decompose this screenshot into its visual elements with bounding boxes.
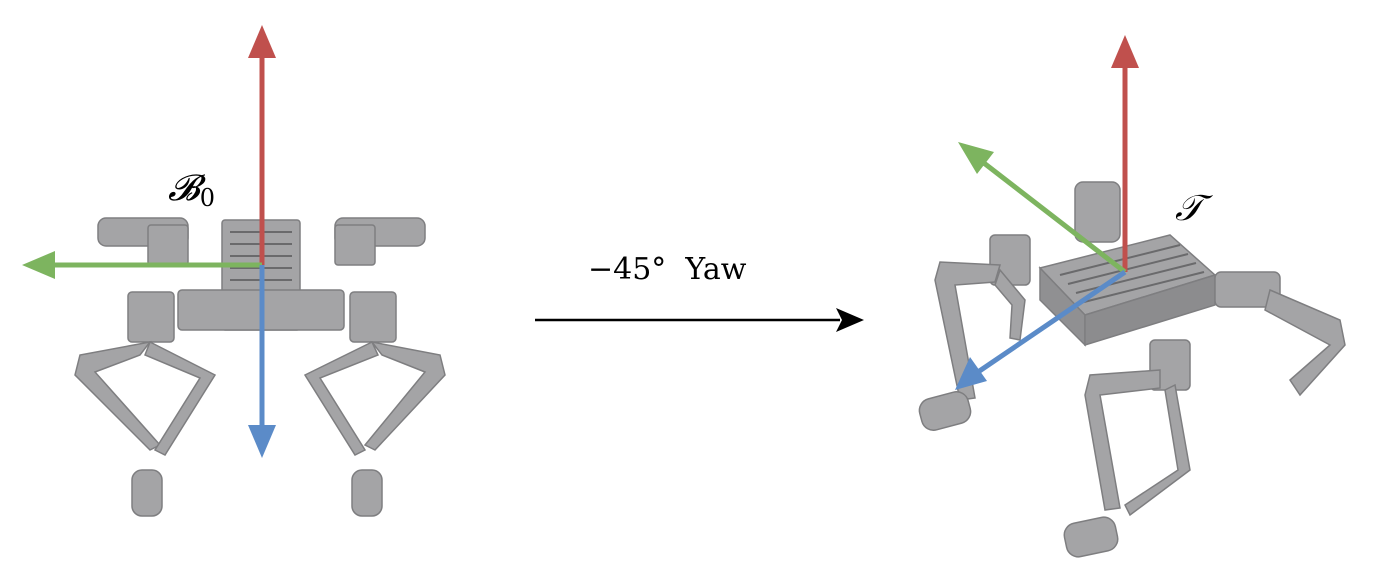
base-frame-subscript: 0: [199, 184, 216, 212]
transform-arrow: [535, 308, 864, 332]
axes-base-frame: [22, 25, 276, 458]
base-frame-label: 𝓑0: [168, 168, 215, 212]
axes-target-frame: [955, 35, 1139, 390]
target-frame-label: 𝒯: [1175, 188, 1203, 229]
y-axis-arrowhead: [958, 142, 994, 174]
x-axis-arrowhead: [955, 357, 987, 390]
x-axis: [976, 269, 1127, 375]
transform-label: −45° Yaw: [588, 252, 747, 287]
x-axis-arrowhead: [248, 425, 276, 458]
y-axis: [978, 158, 1127, 274]
base-frame-symbol: 𝓑: [168, 168, 200, 209]
z-axis-arrowhead: [1111, 35, 1139, 68]
robot-rotated: [918, 181, 1346, 558]
y-axis-arrowhead: [22, 251, 55, 279]
z-axis-arrowhead: [248, 25, 276, 58]
